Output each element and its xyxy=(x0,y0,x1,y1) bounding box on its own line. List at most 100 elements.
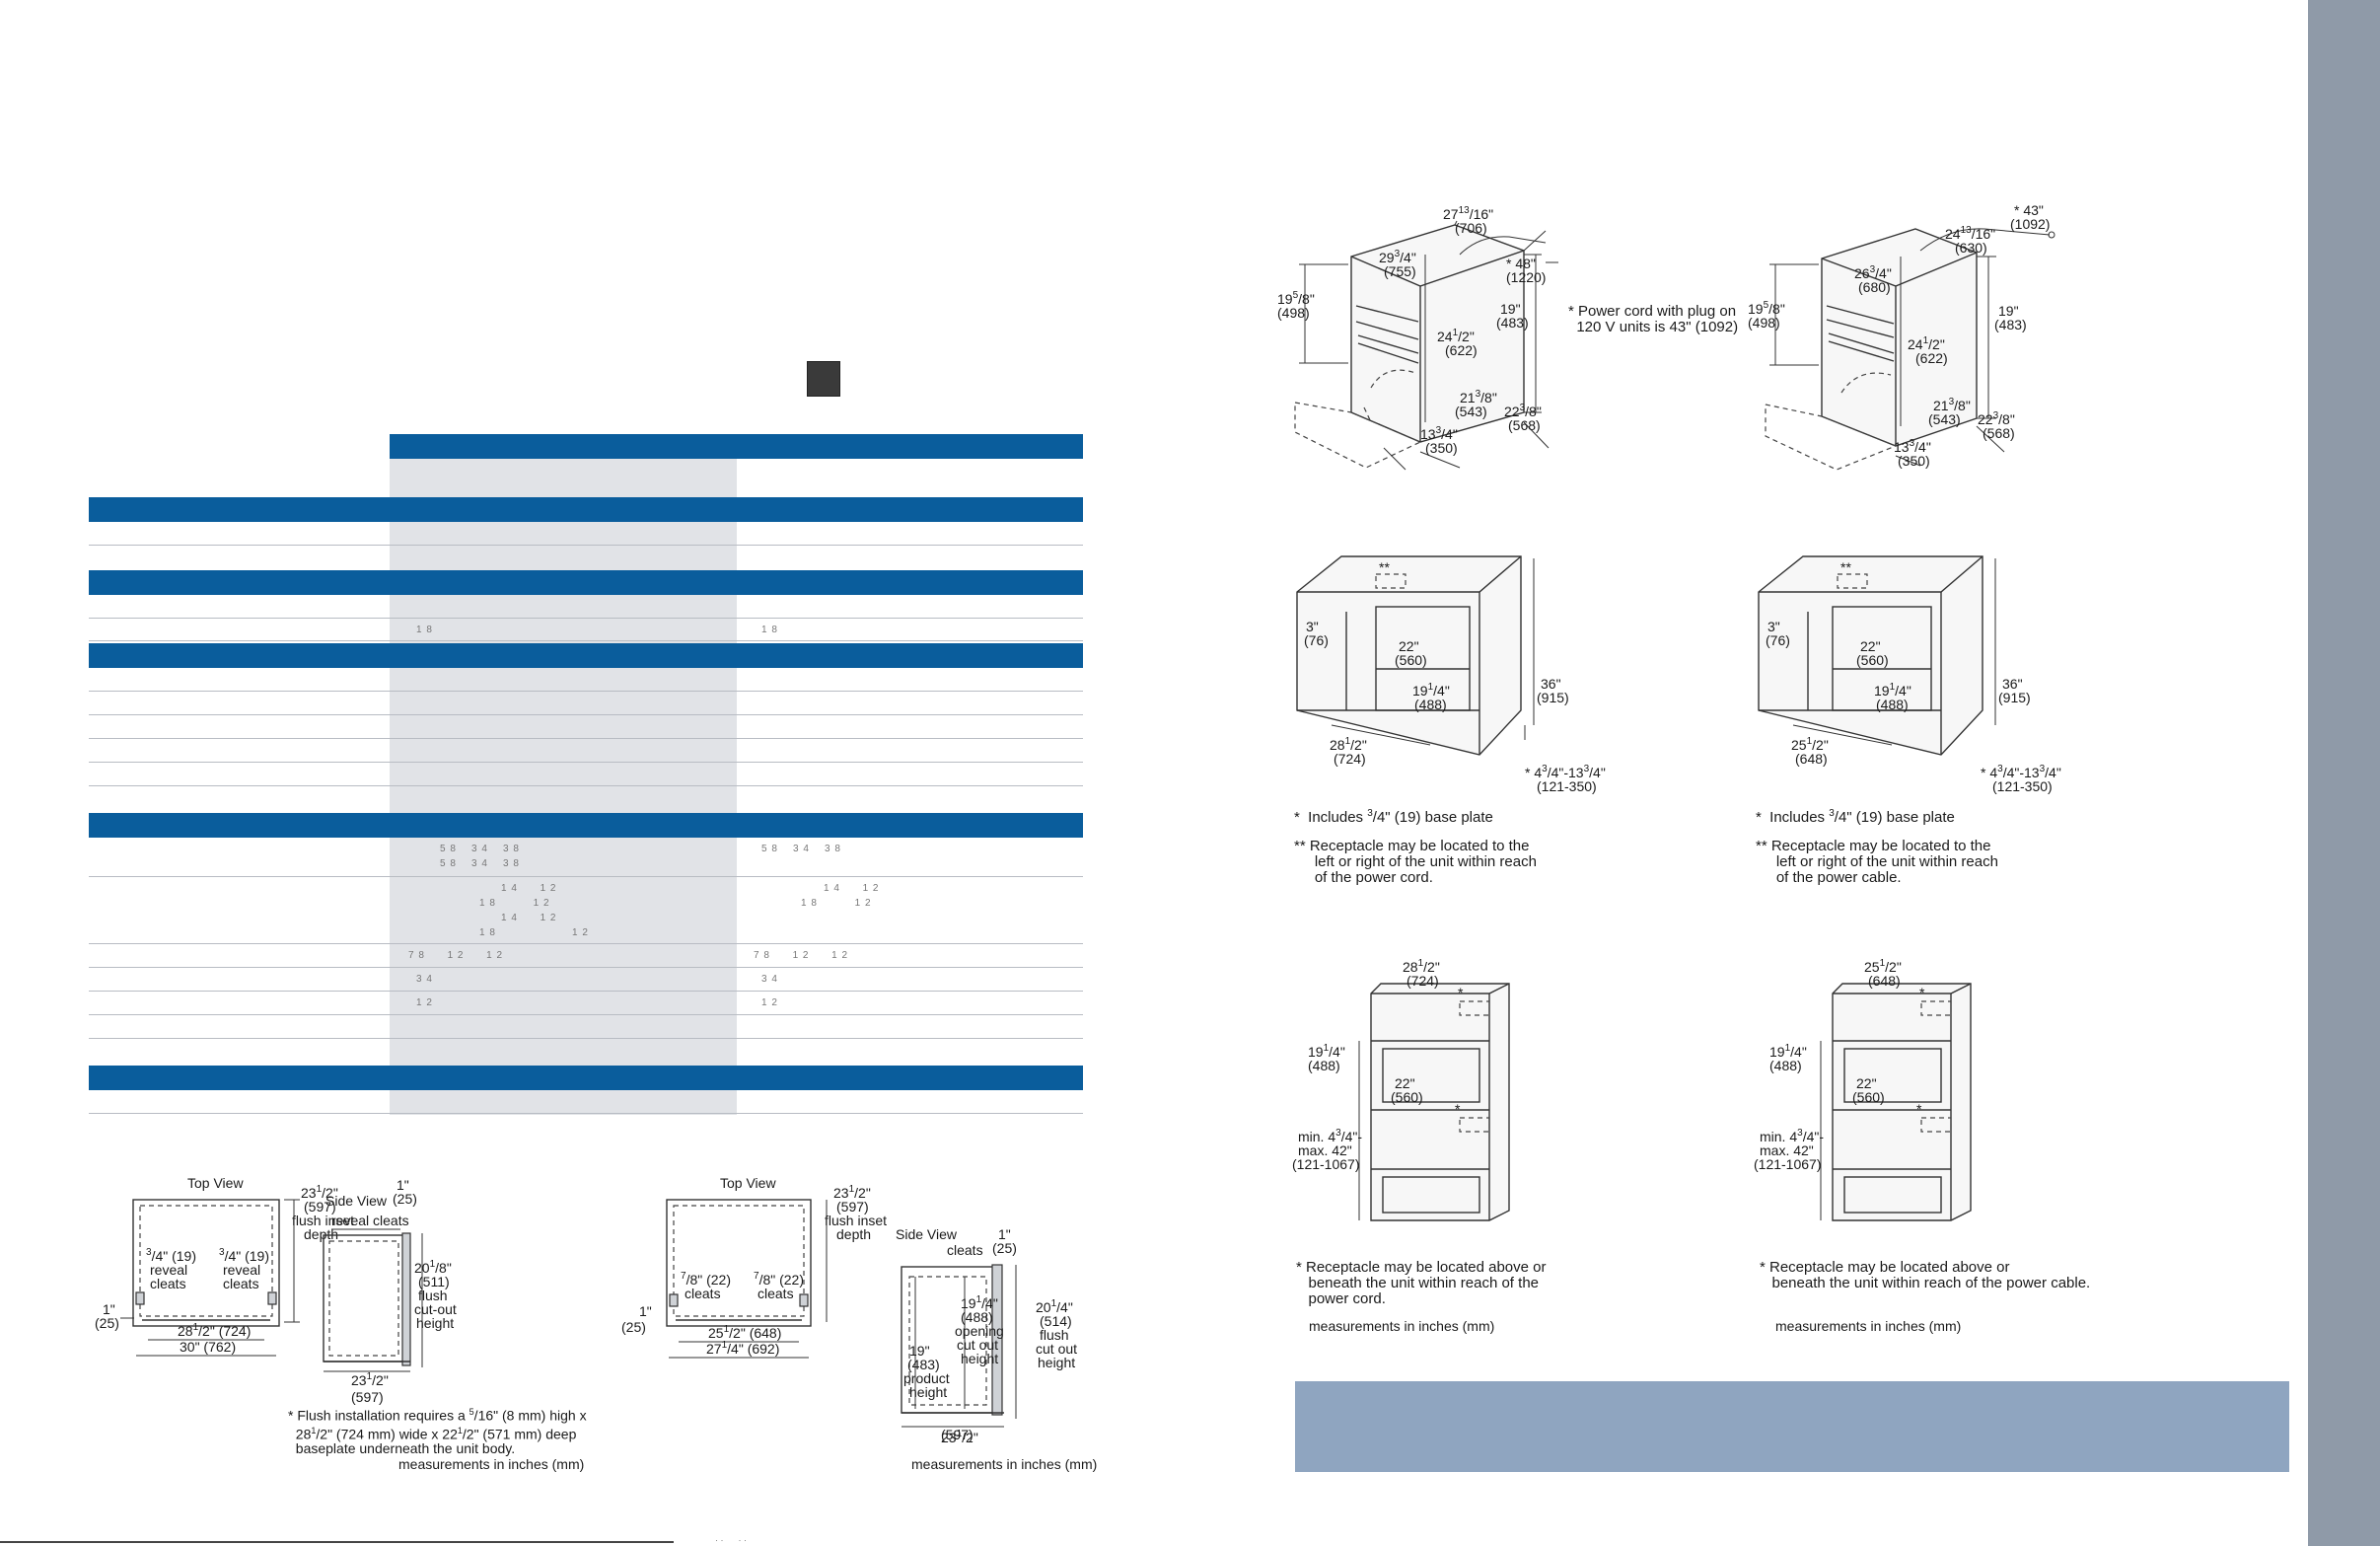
dim-lower-height-mm: (488) xyxy=(1414,697,1447,712)
dim-lower-height: 191/4" xyxy=(1412,682,1450,699)
dim-depth: 241/2" xyxy=(1908,335,1945,352)
dim-outer-width: 30" (762) xyxy=(180,1339,236,1355)
dim-cabinet-depth: 213/8" xyxy=(1460,389,1497,405)
flush-install-note: * Flush installation requires a 5/16" (8… xyxy=(288,1407,587,1457)
dim-cabinet-height: 36" xyxy=(1541,676,1561,692)
fraction-text: 3 4 xyxy=(416,974,433,985)
dim-door-drop: 133/4" xyxy=(1894,438,1931,455)
dim-width-top: 2713/16" xyxy=(1443,205,1493,222)
measurements-caption: measurements in inches (mm) xyxy=(1775,1318,1962,1334)
side-depth-mm: (597) xyxy=(941,1427,974,1442)
dim-cabinet-depth-mm: (543) xyxy=(1455,404,1487,419)
dim-opening-height-label2: cut out xyxy=(957,1337,998,1353)
dim-upper-height-mm: (488) xyxy=(1769,1058,1802,1073)
fraction-text: 1 8 1 2 xyxy=(801,898,872,909)
dim-side-setback-mm: (25) xyxy=(393,1191,417,1207)
measurements-caption: measurements in inches (mm) xyxy=(1309,1318,1495,1334)
fraction-text: 1 2 xyxy=(761,997,778,1008)
dim-floor-range-max: max. 42" xyxy=(1298,1142,1352,1158)
receptacle-marker: * xyxy=(1458,985,1464,1000)
dim-cord-length: * 43" xyxy=(2014,202,2044,218)
fraction-text: 3 4 xyxy=(761,974,778,985)
dim-cutout-height-label: flush xyxy=(1040,1327,1069,1343)
dim-cutout-height: 22" xyxy=(1399,638,1419,654)
dim-cabinet-depth: 213/8" xyxy=(1933,397,1971,413)
dim-height: 195/8" xyxy=(1748,300,1785,317)
fraction-text: 1 8 xyxy=(479,927,496,938)
row-rule xyxy=(89,1038,1083,1039)
footer-rule xyxy=(0,1541,674,1543)
row-rule xyxy=(89,640,1083,641)
fraction-text: 1 2 xyxy=(572,927,589,938)
wall-cabinet-diagram-27in: * * 251/2" (648) 191/4" (488) 22" (560) … xyxy=(1754,958,1972,1221)
fraction-text: 1 4 1 2 xyxy=(501,913,557,923)
section-bar xyxy=(89,643,1083,668)
dim-overall-depth-mm: (568) xyxy=(1983,425,2015,441)
dim-cutout-offset: 3" xyxy=(1767,619,1780,634)
dim-front-width: 263/4" xyxy=(1854,264,1892,281)
dim-upper-height: 191/4" xyxy=(1308,1043,1345,1060)
undercounter-cabinet-diagram-30in: ** 3" (76) 22" (560) 191/4" (488) 36" (9… xyxy=(1296,555,1606,794)
dim-cutout-height-mm: (514) xyxy=(1040,1313,1072,1329)
dim-left-cleat: 7/8" (22) xyxy=(681,1271,731,1288)
fraction-text: 1 8 1 2 xyxy=(479,898,550,909)
dim-cutout-height-label: flush xyxy=(418,1288,448,1303)
dim-door-drop: 133/4" xyxy=(1420,425,1458,442)
row-rule xyxy=(89,876,1083,877)
undercounter-cabinet-diagram-27in: ** 3" (76) 22" (560) 191/4" (488) 36" (9… xyxy=(1758,555,2061,794)
dim-side-setback-mm: (25) xyxy=(992,1240,1017,1256)
wall-cabinet-diagram-30in: * * 281/2" (724) 191/4" (488) 22" (560) … xyxy=(1292,958,1510,1221)
dim-cutout-height-mm: (560) xyxy=(1856,652,1889,668)
dim-cutout-height-mm: (560) xyxy=(1391,1089,1423,1105)
dim-front-width-mm: (680) xyxy=(1858,279,1891,295)
dim-cutout-offset: 3" xyxy=(1306,619,1319,634)
dim-flush-depth: 231/2" xyxy=(301,1184,338,1201)
dim-flush-depth-mm: (597) xyxy=(304,1199,336,1215)
section-bar xyxy=(89,497,1083,522)
fraction-text: 5 8 3 4 3 8 xyxy=(440,858,520,869)
dim-width-top-mm: (706) xyxy=(1455,220,1487,236)
dim-flush-depth-label2: depth xyxy=(304,1226,338,1242)
dim-cutout-height-mm: (560) xyxy=(1395,652,1427,668)
dim-left-cleat-label: cleats xyxy=(685,1286,721,1301)
dim-upper-height: 191/4" xyxy=(1769,1043,1807,1060)
spec-header-bar xyxy=(390,434,1083,459)
dim-side-height: 19" xyxy=(1998,303,2019,319)
side-view-label: Side View xyxy=(896,1226,958,1242)
dim-overall-depth-mm: (568) xyxy=(1508,417,1541,433)
row-rule xyxy=(89,691,1083,692)
row-rule xyxy=(89,545,1083,546)
dim-width-top: 2413/16" xyxy=(1945,225,1995,242)
receptacle-marker: ** xyxy=(1840,559,1851,575)
oven-3d-diagram-30in: 2713/16" (706) 293/4" (755) 195/8" (498)… xyxy=(1277,205,1558,471)
dim-cutout-height-mm: (560) xyxy=(1852,1089,1885,1105)
flush-install-diagram-30in: Top View 231/2" (597) flush inset depth … xyxy=(95,1175,457,1388)
dim-cutout-height: 201/8" xyxy=(414,1259,452,1276)
base-plate-note: * Includes 3/4" (19) base plate xyxy=(1756,808,1955,826)
dim-opening-height-mm: (488) xyxy=(961,1309,993,1325)
footer-mark: · · · · xyxy=(715,1535,747,1545)
dim-floor-range: min. 43/4"- xyxy=(1760,1128,1824,1144)
dim-product-height-mm: (483) xyxy=(907,1357,940,1372)
fraction-text: 1 8 xyxy=(761,625,778,635)
dim-cutout-width-mm: (648) xyxy=(1868,973,1901,989)
dim-cutout-offset-mm: (76) xyxy=(1766,632,1790,648)
fraction-text: 1 4 1 2 xyxy=(501,883,557,894)
dim-right-cleat-label2: cleats xyxy=(223,1276,259,1291)
dim-right-cleat: 7/8" (22) xyxy=(754,1271,804,1288)
dim-floor-range-mm: (121-1067) xyxy=(1754,1156,1822,1172)
reveal-cleats-label: reveal cleats xyxy=(331,1213,409,1228)
dim-upper-height-mm: (488) xyxy=(1308,1058,1340,1073)
dim-setback: 1" xyxy=(639,1303,652,1319)
dim-flush-depth-mm: (597) xyxy=(836,1199,869,1215)
dim-cutout-height: 22" xyxy=(1395,1075,1415,1091)
dim-cutout-height-label3: height xyxy=(1038,1355,1075,1370)
dim-flush-depth-label: flush inset xyxy=(825,1213,887,1228)
dim-cutout-height: 201/4" xyxy=(1036,1298,1073,1315)
measurements-caption: measurements in inches (mm) xyxy=(398,1456,585,1472)
dim-outer-width: 271/4" (692) xyxy=(706,1340,779,1357)
dim-cutout-width: 281/2" xyxy=(1403,958,1440,975)
receptacle-marker: ** xyxy=(1379,559,1390,575)
dim-opening-height-label3: height xyxy=(961,1351,998,1366)
top-view-label: Top View xyxy=(187,1175,244,1191)
